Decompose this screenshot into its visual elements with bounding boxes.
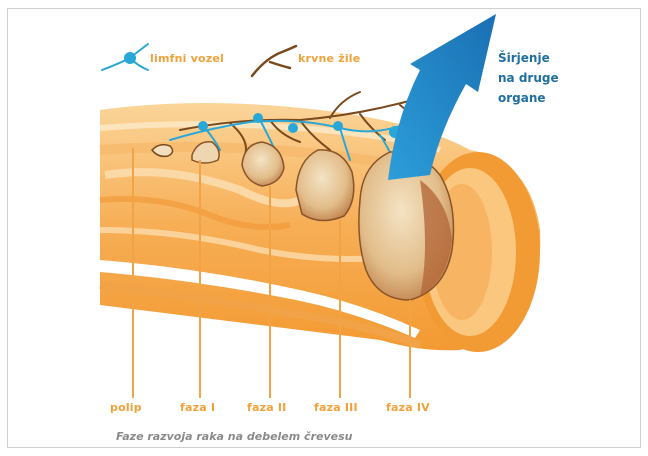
colon-body xyxy=(100,103,540,352)
blood-vessels-label: krvne žile xyxy=(298,52,360,65)
stage-label-4: faza IV xyxy=(386,401,430,414)
stage-label-1: faza I xyxy=(180,401,215,414)
stage-label-2: faza II xyxy=(247,401,286,414)
stage-label-polyp: polip xyxy=(110,401,142,414)
lymph-node-label: limfni vozel xyxy=(150,52,224,65)
spread-label-line2: na druge xyxy=(498,68,559,88)
spread-label: Širjenje na druge organe xyxy=(498,48,559,108)
figure-caption: Faze razvoja raka na debelem črevesu xyxy=(116,430,352,443)
spread-label-line1: Širjenje xyxy=(498,48,559,68)
blood-vessel-legend-icon xyxy=(252,46,296,76)
lymph-node-legend-icon xyxy=(102,44,148,70)
spread-label-line3: organe xyxy=(498,88,559,108)
stage-label-3: faza III xyxy=(314,401,358,414)
tumor-stage-3 xyxy=(296,150,354,221)
